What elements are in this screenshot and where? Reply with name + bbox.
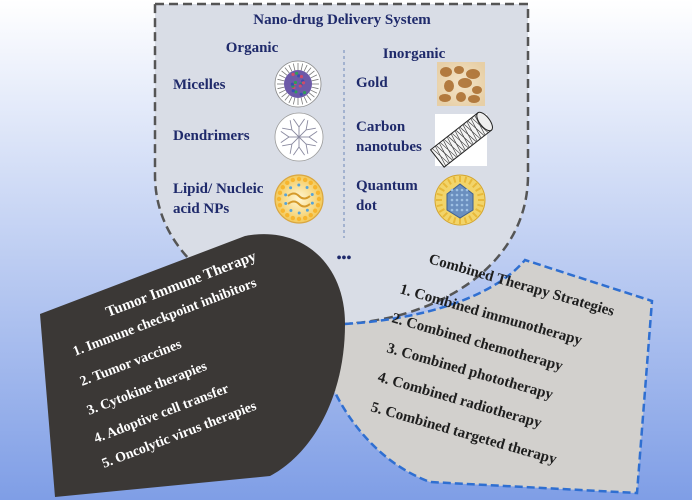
organic-item-lipid-label-line1: Lipid/ Nucleic [173,181,264,197]
dendrimer-icon [274,112,324,162]
gold-nanoparticle-icon [437,62,485,106]
quantum-dot-icon [434,174,486,226]
inorganic-item-carbon-label-line1: Carbon [356,119,406,135]
inorganic-item-carbon-label-line2: nanotubes [356,139,422,155]
inorganic-heading: Inorganic [383,46,446,62]
tumor-therapy-panel [40,234,345,497]
inorganic-item-quantum-label-line2: dot [356,198,377,214]
nano-title: Nano-drug Delivery System [253,12,431,28]
ellipsis: ••• [337,251,352,266]
organic-heading: Organic [226,40,279,56]
lipid-np-icon [274,174,324,224]
organic-item-lipid-label-line2: acid NPs [173,201,229,217]
inorganic-item-gold-label: Gold [356,75,388,91]
organic-item-dendrimers-label: Dendrimers [173,128,250,144]
inorganic-item-quantum-label-line1: Quantum [356,178,418,194]
organic-item-micelles-label: Micelles [173,77,226,93]
micelle-icon [274,60,322,108]
carbon-nanotube-icon [429,111,493,168]
